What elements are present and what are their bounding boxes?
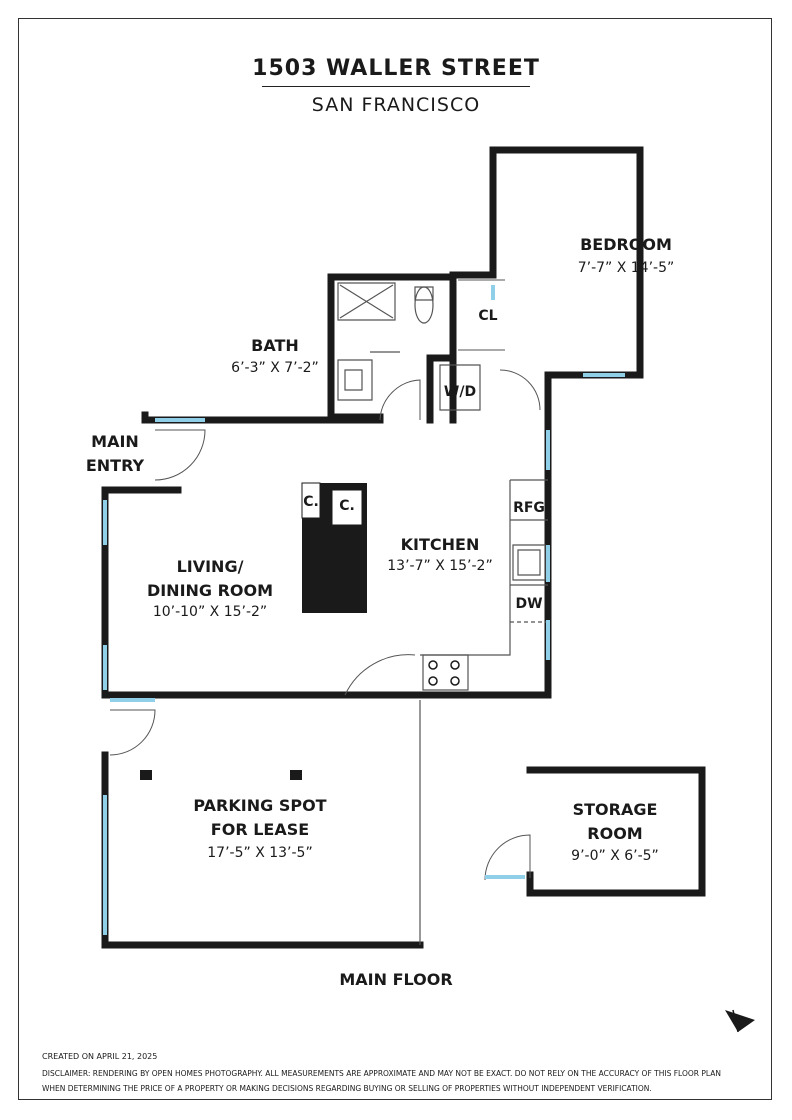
floor-label: MAIN FLOOR: [339, 970, 453, 989]
parking-line2: FOR LEASE: [210, 820, 310, 839]
closet-label: CL: [478, 308, 498, 324]
created-date: CREATED ON APRIL 21, 2025: [42, 1052, 158, 1061]
closet-c2-label: C.: [339, 498, 355, 514]
refrigerator-label: RFG: [513, 500, 545, 516]
living-dims: 10’-10” X 15’-2”: [152, 604, 268, 620]
city-subtitle: SAN FRANCISCO: [311, 94, 481, 116]
parking-line1: PARKING SPOT: [193, 796, 327, 815]
disclaimer-line1: DISCLAIMER: RENDERING BY OPEN HOMES PHOT…: [42, 1069, 721, 1078]
disclaimer: DISCLAIMER: RENDERING BY OPEN HOMES PHOT…: [42, 1066, 762, 1096]
main-entry-line2: ENTRY: [85, 456, 145, 475]
living-line1: LIVING/: [176, 557, 244, 576]
kitchen-name: KITCHEN: [400, 535, 480, 554]
north-arrow-icon: [725, 1009, 755, 1033]
page-frame: [18, 18, 772, 1100]
bath-name: BATH: [251, 336, 299, 355]
closet-c1-label: C.: [303, 494, 319, 510]
storage-line1: STORAGE: [572, 800, 658, 819]
bedroom-dims: 7’-7” X 14’-5”: [577, 260, 675, 276]
disclaimer-line2: WHEN DETERMINING THE PRICE OF A PROPERTY…: [42, 1084, 652, 1093]
dishwasher-label: DW: [515, 596, 543, 612]
living-line2: DINING ROOM: [146, 581, 274, 600]
kitchen-dims: 13’-7” X 15’-2”: [387, 558, 493, 574]
storage-line2: ROOM: [587, 824, 643, 843]
title-divider: [262, 86, 530, 87]
address-title: 1503 WALLER STREET: [252, 56, 540, 81]
parking-dims: 17’-5” X 13’-5”: [207, 845, 313, 861]
bedroom-name: BEDROOM: [580, 235, 672, 254]
washer-dryer-label: W/D: [443, 384, 477, 400]
main-entry-line1: MAIN: [91, 432, 139, 451]
storage-dims: 9’-0” X 6’-5”: [571, 848, 659, 864]
bath-dims: 6’-3” X 7’-2”: [231, 360, 319, 376]
